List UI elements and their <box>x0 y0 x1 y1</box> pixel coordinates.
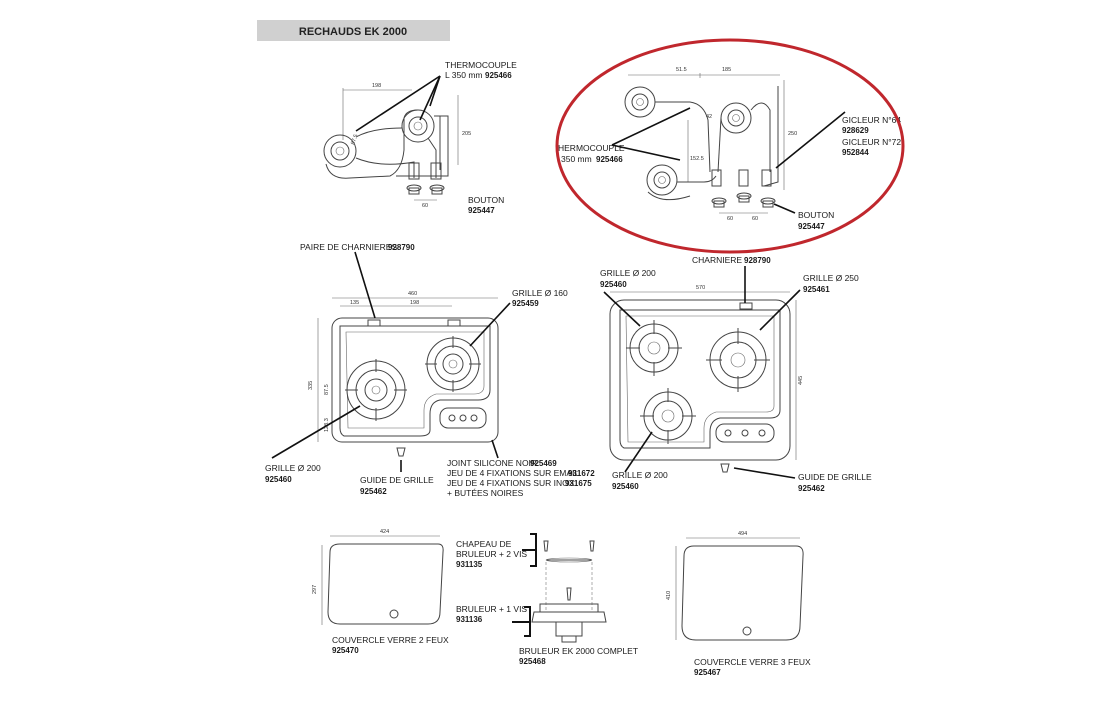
guide1-code-label: 925462 <box>360 487 387 496</box>
bouton2-name-label: BOUTON <box>798 210 834 220</box>
d198-label: 198 <box>372 83 381 89</box>
guide1-name-label: GUIDE DE GRILLE <box>360 475 434 485</box>
d445-label: 445 <box>798 376 804 385</box>
grille200b-code-label: 925460 <box>600 280 627 289</box>
d335-label: 335 <box>308 381 314 390</box>
thermo1-code-label: 925466 <box>485 71 512 80</box>
glass-lid-two-burners: 424 297 <box>312 529 444 625</box>
three-burner-hob: 570 445 <box>603 266 804 479</box>
guide2-code-label: 925462 <box>798 484 825 493</box>
bouton1-code-label: 925447 <box>468 206 495 215</box>
grille160-name-label: GRILLE Ø 160 <box>512 288 568 298</box>
d460-label: 460 <box>408 291 417 297</box>
chapeau-code-label: 931135 <box>456 560 483 569</box>
paire-name-label: PAIRE DE CHARNIERES <box>300 242 397 252</box>
d152-label: 152.5 <box>690 156 704 162</box>
d87-label: 87.5 <box>350 134 359 146</box>
d198-label: 198 <box>410 300 419 306</box>
d185-label: 185 <box>722 67 731 73</box>
glass-lid-three-burners: 494 410 <box>666 531 804 641</box>
grille200a-code-label: 925460 <box>265 475 292 484</box>
two-burner-gas-assembly: 198 205 87.5 60 <box>323 75 471 209</box>
d60a-label: 60 <box>727 216 733 222</box>
bruleur-code-label: 931136 <box>456 615 483 624</box>
burner-exploded-view <box>512 533 607 643</box>
joint-name-label: JOINT SILICONE NOIR <box>447 458 537 468</box>
couv3-name-label: COUVERCLE VERRE 3 FEUX <box>694 657 811 667</box>
grille160-code-label: 925459 <box>512 299 539 308</box>
fix-email-code-label: 931672 <box>568 469 595 478</box>
thermo1-name-label: THERMOCOUPLE <box>445 60 517 70</box>
charniere-code-label: 928790 <box>744 256 771 265</box>
w-label: 424 <box>380 529 389 535</box>
title-banner <box>257 20 450 41</box>
gicleur64-code-label: 928629 <box>842 126 869 135</box>
highlight-ellipse <box>555 38 905 254</box>
couv2-name-label: COUVERCLE VERRE 2 FEUX <box>332 635 449 645</box>
thermo2-name-label: HERMOCOUPLE <box>558 143 625 153</box>
d205-label: 205 <box>462 131 471 137</box>
w-label: 494 <box>738 531 747 537</box>
grille250-name-label: GRILLE Ø 250 <box>803 273 859 283</box>
bruleur-name-label: BRULEUR + 1 VIS <box>456 604 527 614</box>
thermo2-code-label: 925466 <box>596 155 623 164</box>
chapeau-line2-label: BRULEUR + 2 VIS <box>456 549 527 559</box>
d135-label: 135 <box>350 300 359 306</box>
d515-label: 51.5 <box>676 67 687 73</box>
d570-label: 570 <box>696 285 705 291</box>
bruleur-complet-code-label: 925468 <box>519 657 546 666</box>
thermo2-len-label: 350 mm <box>561 154 592 164</box>
paire-code-label: 928790 <box>388 243 415 252</box>
d60b-label: 60 <box>752 216 758 222</box>
fix-inox-code-label: 931675 <box>565 479 592 488</box>
diagram-title: RECHAUDS EK 2000 <box>299 26 407 38</box>
d87-label: 87.5 <box>324 384 330 395</box>
gicleur72-name-label: GICLEUR N°72 <box>842 137 901 147</box>
thermo1-len-label: L 350 mm <box>445 70 482 80</box>
bouton2-code-label: 925447 <box>798 222 825 231</box>
couv2-code-label: 925470 <box>332 646 359 655</box>
fix-inox-name-label: JEU DE 4 FIXATIONS SUR INOX <box>447 478 575 488</box>
grille200b-name-label: GRILLE Ø 200 <box>600 268 656 278</box>
grille200c-code-label: 925460 <box>612 482 639 491</box>
joint-code-label: 925469 <box>530 459 557 468</box>
gicleur64-name-label: GICLEUR N°64 <box>842 115 901 125</box>
bruleur-complet-name-label: BRULEUR EK 2000 COMPLET <box>519 646 638 656</box>
two-burner-hob: 460 135 198 335 87.5 128.3 <box>271 251 511 472</box>
fix-email-name-label: JEU DE 4 FIXATIONS SUR EMAIL <box>447 468 579 478</box>
chapeau-line1-label: CHAPEAU DE <box>456 539 512 549</box>
h-label: 297 <box>312 585 318 594</box>
bouton1-name-label: BOUTON <box>468 195 504 205</box>
three-burner-gas-assembly: 51.5 185 250 152.5 42 60 60 <box>611 67 846 222</box>
gicleur72-code-label: 952844 <box>842 148 869 157</box>
h-label: 410 <box>666 591 672 600</box>
grille200a-name-label: GRILLE Ø 200 <box>265 463 321 473</box>
guide2-name-label: GUIDE DE GRILLE <box>798 472 872 482</box>
butees-label: + BUTÉES NOIRES <box>447 488 524 498</box>
grille250-code-label: 925461 <box>803 285 830 294</box>
d60-label: 60 <box>422 203 428 209</box>
grille200c-name-label: GRILLE Ø 200 <box>612 470 668 480</box>
charniere-name-label: CHARNIERE <box>692 255 742 265</box>
d250-label: 250 <box>788 131 797 137</box>
couv3-code-label: 925467 <box>694 668 721 677</box>
d42-label: 42 <box>706 114 712 120</box>
